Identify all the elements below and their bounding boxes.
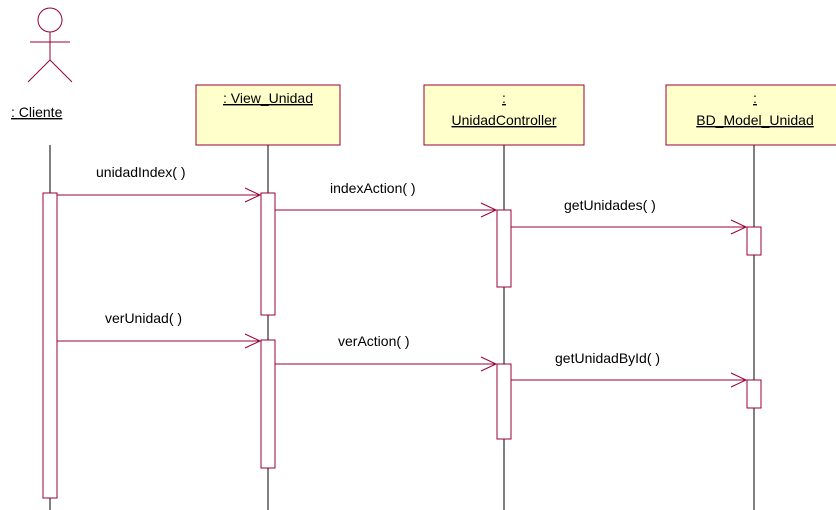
activation-model-2 xyxy=(746,379,762,409)
object-bd-model-unidad-colon: : xyxy=(753,90,757,106)
message-get-unidad-by-id-label: getUnidadById( ) xyxy=(555,350,660,366)
message-ver-action-label: verAction( ) xyxy=(338,333,410,349)
activation-view-1 xyxy=(260,192,276,316)
message-get-unidad-by-id[interactable] xyxy=(511,372,748,388)
message-get-unidades-label: getUnidades( ) xyxy=(564,197,656,213)
object-unidad-controller-label: UnidadController xyxy=(451,112,556,128)
activation-controller-1 xyxy=(496,209,512,288)
message-ver-unidad[interactable] xyxy=(57,333,262,349)
object-view-unidad-label: : View_Unidad xyxy=(223,90,313,106)
activation-model-1 xyxy=(746,226,762,256)
message-unidad-index-label: unidadIndex( ) xyxy=(96,164,186,180)
activation-view-2 xyxy=(260,339,276,469)
message-ver-action[interactable] xyxy=(275,356,498,372)
message-get-unidades[interactable] xyxy=(511,219,748,235)
message-index-action-label: indexAction( ) xyxy=(330,180,416,196)
object-unidad-controller[interactable]: : UnidadController xyxy=(423,84,585,146)
actor-label: : Cliente xyxy=(11,104,63,120)
message-ver-unidad-label: verUnidad( ) xyxy=(105,310,182,326)
actor-cliente-icon xyxy=(27,7,73,83)
message-unidad-index[interactable] xyxy=(57,187,262,203)
object-unidad-controller-colon: : xyxy=(502,90,506,106)
object-bd-model-unidad[interactable]: : BD_Model_Unidad xyxy=(665,84,836,146)
object-bd-model-unidad-label: BD_Model_Unidad xyxy=(696,112,814,128)
message-index-action[interactable] xyxy=(275,202,498,218)
activation-controller-2 xyxy=(496,363,512,440)
activation-cliente xyxy=(42,192,58,499)
object-view-unidad[interactable]: : View_Unidad xyxy=(195,84,341,146)
